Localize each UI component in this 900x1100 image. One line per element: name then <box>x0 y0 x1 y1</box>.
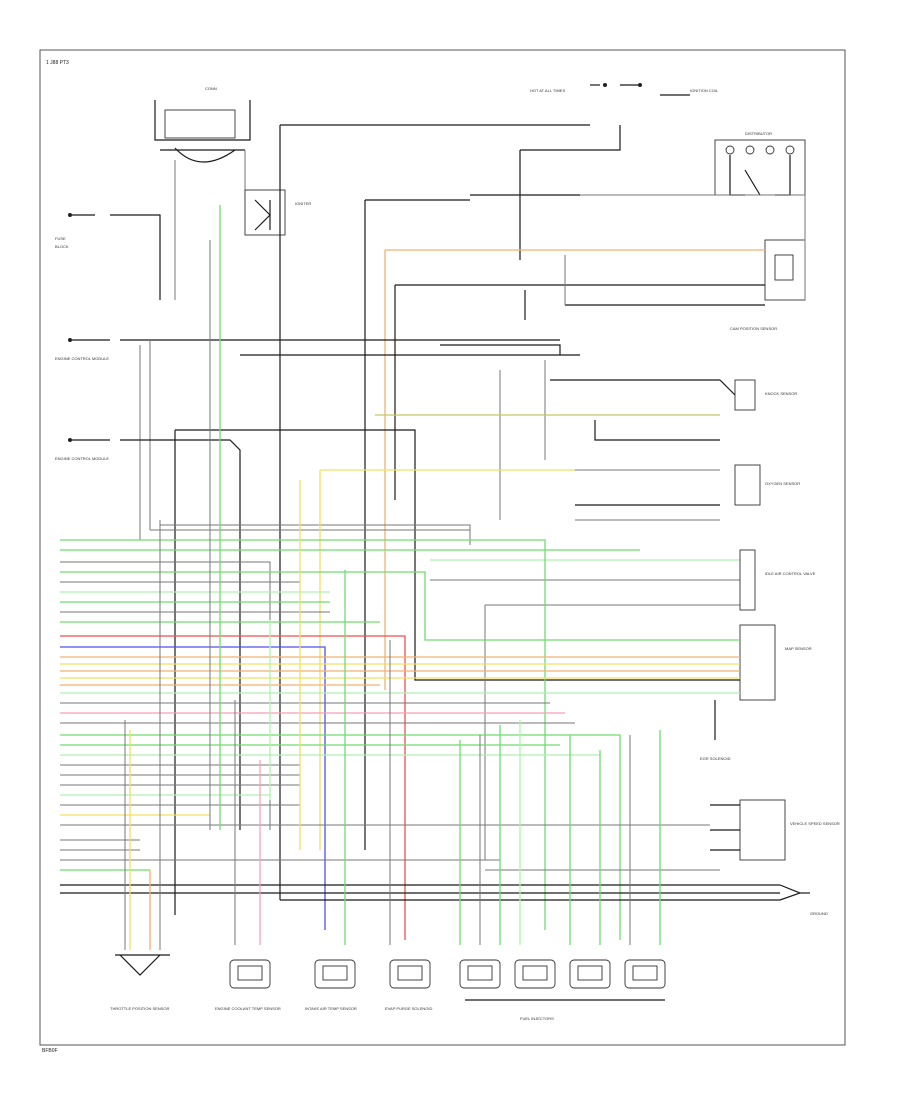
iat-sensor-group: INTAKE AIR TEMP SENSOR <box>305 959 357 1011</box>
cam-sensor-label: CAM POSITION SENSOR <box>730 326 777 331</box>
vss-group: VEHICLE SPEED SENSOR <box>710 799 840 861</box>
map-sensor-group: MAP SENSOR EGR SOLENOID <box>700 624 812 761</box>
igniter-group: IGNITER <box>244 189 311 236</box>
distributor-group: DISTRIBUTOR CAM POSITION SENSOR <box>714 131 806 331</box>
ground-group: GROUND <box>280 884 828 916</box>
iac-label: IDLE AIR CONTROL VALVE <box>765 571 816 576</box>
vss-label: VEHICLE SPEED SENSOR <box>790 821 840 826</box>
map-label: MAP SENSOR <box>785 646 812 651</box>
ect-label: ENGINE COOLANT TEMP SENSOR <box>215 1006 281 1011</box>
oxygen-sensor-group: OXYGEN SENSOR <box>575 464 800 521</box>
distributor-label: DISTRIBUTOR <box>745 131 772 136</box>
ect-sensor-group: ENGINE COOLANT TEMP SENSOR <box>215 959 281 1011</box>
knock-sensor-group: KNOCK SENSOR <box>375 379 797 441</box>
evap-purge-group: EVAP PURGE SOLENOID <box>385 959 433 1011</box>
injectors-group: FUEL INJECTORS <box>459 959 666 1021</box>
evap-label: EVAP PURGE SOLENOID <box>385 1006 433 1011</box>
top-left-component: CONN <box>154 86 251 300</box>
ground-label: GROUND <box>810 911 828 916</box>
tps-label: THROTTLE POSITION SENSOR <box>110 1006 169 1011</box>
diagram-frame <box>39 49 846 1046</box>
left-fuse-label-1: FUSE <box>55 236 66 241</box>
left-switch-group: FUSE BLOCK <box>55 213 161 300</box>
iac-valve-group: IDLE AIR CONTROL VALVE <box>430 549 816 860</box>
oxygen-sensor-label: OXYGEN SENSOR <box>765 481 800 486</box>
iat-label: INTAKE AIR TEMP SENSOR <box>305 1006 357 1011</box>
left-ecm-label-1: ENGINE CONTROL MODULE <box>55 356 109 361</box>
page-code: 1 J88 PT3 <box>46 60 69 66</box>
knock-sensor-label: KNOCK SENSOR <box>765 391 797 396</box>
ignition-coil-label: IGNITION COIL <box>690 88 719 93</box>
ecm-connector-pins <box>60 539 780 940</box>
footer-code: BFB0F <box>42 1048 58 1054</box>
hot-label: HOT AT ALL TIMES <box>530 88 565 93</box>
igniter-label: IGNITER <box>295 201 311 206</box>
tps-group: THROTTLE POSITION SENSOR <box>110 954 170 1011</box>
ignition-coil-group: HOT AT ALL TIMES IGNITION COIL <box>530 83 719 96</box>
left-ecm-label-2: ENGINE CONTROL MODULE <box>55 456 109 461</box>
tl-label: CONN <box>205 86 217 91</box>
left-fuse-label-2: BLOCK <box>55 244 69 249</box>
injectors-label: FUEL INJECTORS <box>520 1016 554 1021</box>
egr-label: EGR SOLENOID <box>700 756 731 761</box>
